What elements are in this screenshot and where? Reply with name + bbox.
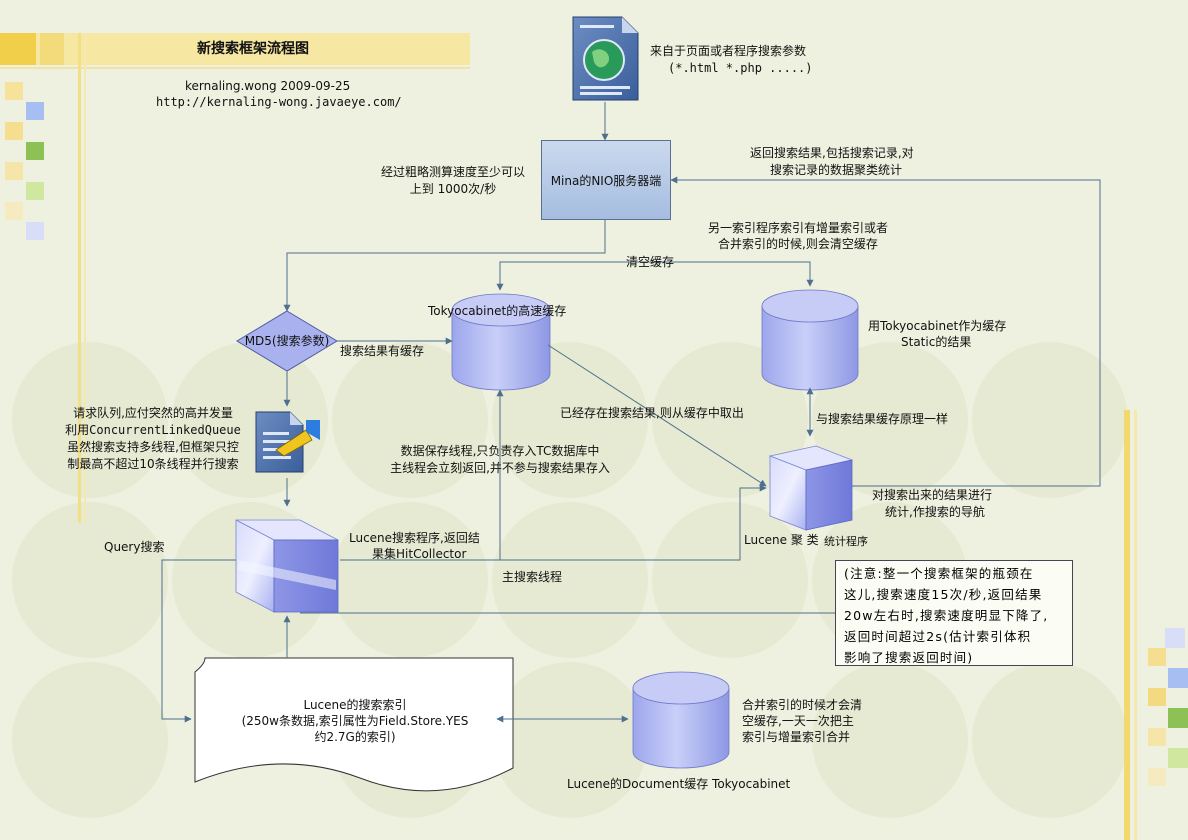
save-thread-line-1: 数据保存线程,只负责存入TC数据库中 bbox=[400, 444, 600, 458]
document-cache-cylinder bbox=[632, 671, 730, 769]
static-cache-line-2: Static的结果 bbox=[901, 335, 972, 349]
lucene-search-cube bbox=[235, 519, 339, 613]
index-line-1: Lucene的搜索索引 bbox=[303, 698, 407, 712]
merge-note-line-1: 合并索引的时候才会清 bbox=[742, 698, 863, 712]
cluster-label-a: Lucene 聚 类 bbox=[744, 533, 819, 547]
cluster-label-b: 统计程序 bbox=[824, 535, 868, 548]
save-thread-line-2: 主线程会立刻返回,并不参与搜索结果存入 bbox=[390, 461, 610, 475]
cluster-note-line-1: 对搜索出来的结果进行 bbox=[872, 488, 993, 502]
cluster-note-line-2: 统计,作搜索的导航 bbox=[885, 505, 985, 519]
return-result-arrow bbox=[670, 176, 1101, 487]
bottleneck-line-1: (注意:整一个搜索框架的瓶颈在 bbox=[844, 566, 1034, 581]
author-date: kernaling.wong 2009-09-25 bbox=[185, 79, 351, 93]
bottleneck-line-2: 这儿,搜索速度15次/秒,返回结果 bbox=[844, 587, 1043, 602]
cache-hit-label: 搜索结果有缓存 bbox=[340, 344, 425, 358]
tc-cache-cylinder bbox=[451, 293, 551, 391]
lucene-cluster-cube bbox=[768, 445, 854, 531]
query-label: Query搜索 bbox=[104, 540, 165, 554]
clear-cache-left-arrow bbox=[496, 261, 718, 291]
main-thread-arrow bbox=[340, 484, 767, 561]
top-left-decoration bbox=[0, 33, 470, 523]
nio-server-label: Mina的NIO服务器端 bbox=[550, 173, 662, 188]
source-line-2: (*.html *.php .....) bbox=[668, 61, 813, 75]
cached-fetch-label: 已经存在搜索结果,则从缓存中取出 bbox=[560, 406, 744, 420]
queue-note-line-3: 虽然搜索支持多线程,但框架只控 bbox=[67, 440, 239, 454]
web-document-icon bbox=[572, 16, 639, 101]
main-thread-label: 主搜索线程 bbox=[502, 570, 563, 584]
lucene-search-line-1: Lucene搜索程序,返回结 bbox=[349, 531, 480, 545]
md5-label: MD5(搜索参数) bbox=[244, 334, 330, 348]
bottleneck-line-4: 返回时间超过2s(估计索引体积 bbox=[844, 629, 1032, 644]
bottleneck-line-5: 影响了搜索返回时间) bbox=[844, 650, 974, 665]
index-line-2: (250w条数据,索引属性为Field.Store.YES bbox=[241, 714, 469, 728]
bottleneck-note: (注意:整一个搜索框架的瓶颈在 这儿,搜索速度15次/秒,返回结果 20w左右时… bbox=[835, 560, 1073, 666]
clear-note-line-1: 另一索引程序索引有增量索引或者 bbox=[708, 221, 889, 235]
lucene-index-shape bbox=[194, 657, 514, 792]
diagram-title: 新搜索框架流程图 bbox=[197, 41, 309, 57]
return-result-line-1: 返回搜索结果,包括搜索记录,对 bbox=[750, 146, 914, 160]
server-speed-line-1: 经过粗略测算速度至少可以 bbox=[380, 165, 525, 179]
right-decoration bbox=[1124, 410, 1188, 840]
clear-cache-label: 清空缓存 bbox=[626, 255, 675, 269]
author-url: http://kernaling-wong.javaeye.com/ bbox=[156, 95, 402, 109]
merge-note-line-2: 空缓存,一天一次把主 bbox=[742, 714, 854, 728]
queue-note-line-4: 制最高不超过10条线程并行搜索 bbox=[67, 457, 239, 471]
source-line-1: 来自于页面或者程序搜索参数 bbox=[650, 44, 807, 58]
merge-note-line-3: 索引与增量索引合并 bbox=[742, 730, 851, 744]
query-arrow bbox=[161, 559, 236, 723]
server-speed-line-2: 上到 1000次/秒 bbox=[409, 182, 497, 196]
static-cache-cylinder bbox=[761, 289, 859, 391]
queue-document-icon bbox=[255, 411, 320, 473]
static-cache-line-1: 用Tokyocabinet作为缓存 bbox=[868, 319, 1007, 333]
clear-cache-right-arrow bbox=[718, 261, 814, 287]
lucene-search-line-2: 果集HitCollector bbox=[372, 547, 467, 561]
cache-to-cluster-arrow bbox=[547, 344, 767, 487]
return-result-line-2: 搜索记录的数据聚类统计 bbox=[770, 163, 903, 177]
queue-note-line-1: 请求队列,应付突然的高并发量 bbox=[73, 406, 233, 420]
same-principle-label: 与搜索结果缓存原理一样 bbox=[816, 412, 949, 426]
queue-note-line-2: 利用ConcurrentLinkedQueue bbox=[65, 423, 241, 437]
tc-cache-label: Tokyocabinet的高速缓存 bbox=[428, 304, 567, 318]
index-line-3: 约2.7G的索引) bbox=[314, 730, 396, 744]
bottleneck-line-3: 20w左右时,搜索速度明显下降了, bbox=[844, 608, 1049, 623]
doc-cache-label: Lucene的Document缓存 Tokyocabinet bbox=[567, 777, 791, 791]
clear-note-line-2: 合并索引的时候,则会清空缓存 bbox=[718, 237, 878, 251]
nio-server-box: Mina的NIO服务器端 bbox=[541, 140, 671, 220]
server-to-md5-arrow bbox=[283, 218, 606, 312]
